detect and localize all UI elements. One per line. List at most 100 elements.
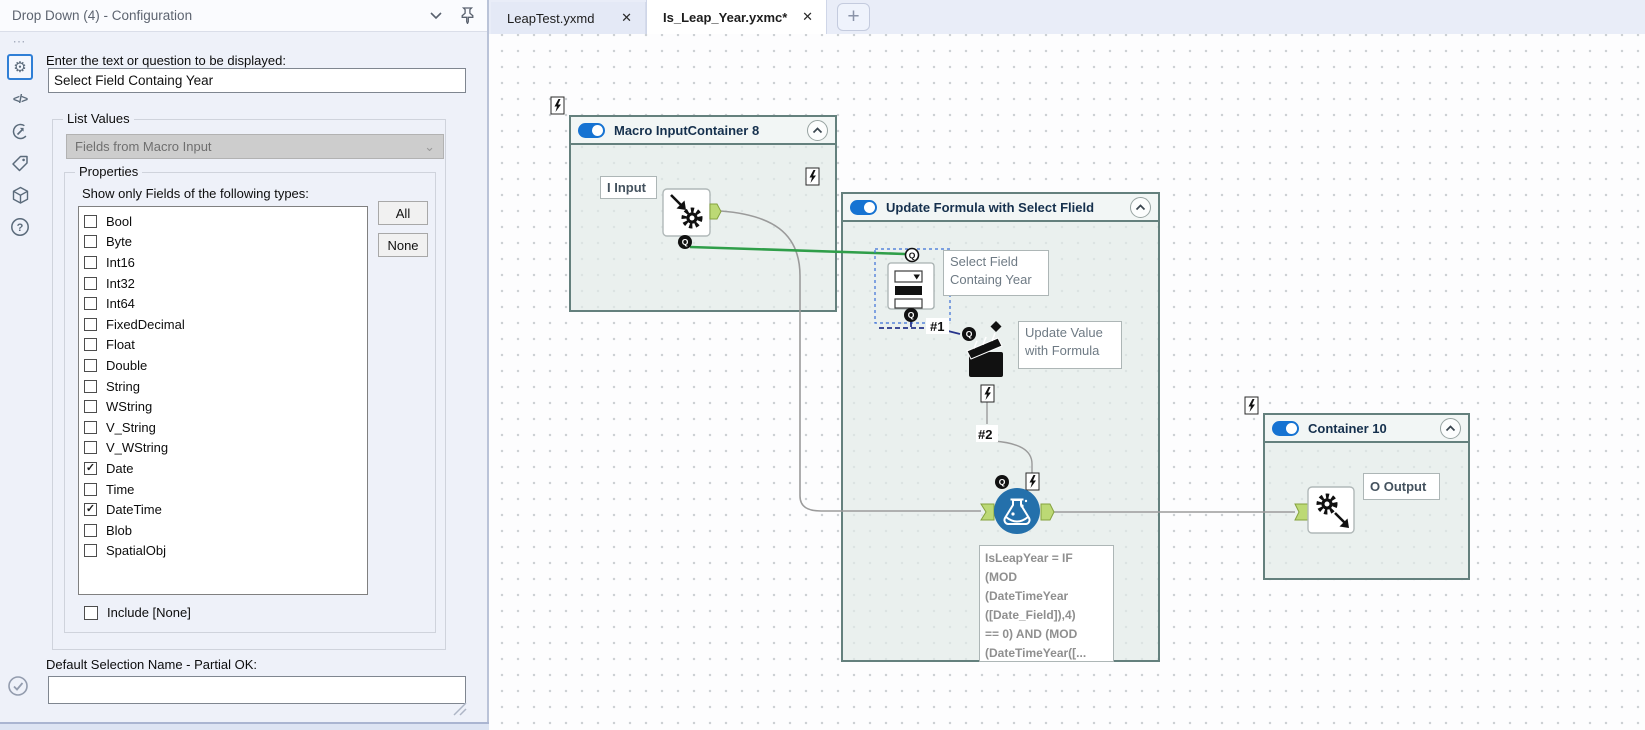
- dropdown-tool-annotation[interactable]: Select Field Containg Year: [943, 250, 1049, 296]
- type-checkbox[interactable]: ✓: [84, 235, 97, 249]
- type-label: DateTime: [106, 502, 162, 518]
- include-none-checkbox[interactable]: ✓: [84, 605, 98, 620]
- type-label: Double: [106, 357, 148, 373]
- type-checkbox[interactable]: ✓: [84, 379, 97, 393]
- container-header: Update Formula with Select Flield: [843, 194, 1158, 222]
- container-macro-input[interactable]: Macro InputContainer 8: [569, 115, 837, 312]
- field-type-listbox[interactable]: ✓ Bool ✓ Byte ✓ Int16 ✓ Int32 ✓ Int64 ✓FixedDecima…: [78, 206, 368, 595]
- list-values-legend: List Values: [63, 111, 134, 126]
- type-label: V_String: [106, 419, 156, 435]
- type-checkbox[interactable]: ✓: [84, 503, 97, 517]
- type-label: Int32: [106, 275, 135, 291]
- type-row[interactable]: ✓ Date: [79, 458, 367, 479]
- tab-configuration-gear-icon[interactable]: ⚙: [7, 54, 33, 80]
- type-row[interactable]: ✓ Double: [79, 355, 367, 376]
- tab-leaptest[interactable]: LeapTest.yxmd ✕: [491, 2, 646, 34]
- panel-resize-grip[interactable]: [450, 699, 467, 721]
- tag-icon[interactable]: [7, 150, 33, 176]
- include-none-label: Include [None]: [107, 605, 191, 620]
- tab-run-refresh-icon[interactable]: [7, 118, 33, 144]
- type-row[interactable]: ✓FixedDecimal: [79, 314, 367, 335]
- container-header: Container 10: [1265, 415, 1468, 443]
- type-label: WString: [106, 399, 153, 415]
- type-checkbox[interactable]: ✓: [84, 482, 97, 496]
- panel-drag-handle[interactable]: ⋯: [12, 34, 28, 49]
- type-checkbox[interactable]: ✓: [84, 276, 97, 290]
- none-button[interactable]: None: [378, 233, 428, 257]
- collapse-container-button[interactable]: [1440, 417, 1461, 439]
- type-label: Float: [106, 337, 135, 353]
- type-row[interactable]: ✓ DateTime: [79, 499, 367, 520]
- type-label: SpatialObj: [106, 543, 166, 559]
- type-row[interactable]: ✓ SpatialObj: [79, 541, 367, 562]
- type-row[interactable]: ✓String: [79, 376, 367, 397]
- properties-legend: Properties: [75, 164, 143, 179]
- workflow-canvas[interactable]: Macro InputContainer 8 Update Formula wi…: [489, 34, 1645, 730]
- action-tool-annotation[interactable]: Update Value with Formula: [1018, 321, 1122, 369]
- container-title: Macro InputContainer 8: [614, 122, 760, 138]
- type-label: Int16: [106, 254, 135, 270]
- svg-text:?: ?: [17, 222, 24, 234]
- container-enabled-toggle[interactable]: [1272, 420, 1299, 436]
- tab-annotation-code-icon[interactable]: </>: [12, 92, 28, 106]
- type-checkbox[interactable]: ✓: [84, 441, 97, 455]
- type-checkbox[interactable]: ✓: [84, 338, 97, 352]
- type-row[interactable]: ✓ Bool: [79, 211, 367, 232]
- type-label: Int64: [106, 296, 135, 312]
- include-none-row[interactable]: ✓ Include [None]: [84, 605, 191, 620]
- type-checkbox[interactable]: ✓: [84, 255, 97, 269]
- type-label: Bool: [106, 213, 133, 229]
- help-question-icon[interactable]: ?: [7, 214, 33, 240]
- package-cube-icon[interactable]: [7, 182, 33, 208]
- type-checkbox[interactable]: ✓: [84, 544, 97, 558]
- pin-icon[interactable]: [460, 7, 475, 24]
- type-checkbox[interactable]: ✓: [84, 523, 97, 537]
- validation-check-icon: [7, 675, 29, 702]
- default-selection-input[interactable]: [48, 676, 466, 704]
- chevron-down-icon: ⌄: [424, 138, 435, 154]
- type-checkbox[interactable]: ✓: [84, 297, 97, 311]
- type-checkbox[interactable]: ✓: [84, 358, 97, 372]
- collapse-container-button[interactable]: [1130, 196, 1151, 218]
- type-row[interactable]: ✓ WString: [79, 396, 367, 417]
- tab-label: LeapTest.yxmd: [507, 10, 595, 26]
- tab-is-leap-year[interactable]: Is_Leap_Year.yxmc* ✕: [646, 0, 827, 34]
- configuration-panel: Drop Down (4) - Configuration ⋯ ⚙ </>: [0, 0, 489, 730]
- type-row[interactable]: ✓ Int64: [79, 293, 367, 314]
- type-checkbox[interactable]: ✓: [84, 214, 97, 228]
- new-tab-button[interactable]: +: [837, 3, 870, 31]
- type-row[interactable]: ✓ Time: [79, 479, 367, 500]
- type-checkbox[interactable]: ✓: [84, 317, 97, 331]
- type-row[interactable]: ✓Blob: [79, 520, 367, 541]
- question-text-input[interactable]: [48, 68, 466, 93]
- container-header: Macro InputContainer 8: [571, 117, 835, 145]
- type-row[interactable]: ✓ Int16: [79, 252, 367, 273]
- chevron-down-icon[interactable]: [430, 11, 442, 20]
- type-row[interactable]: ✓ Float: [79, 335, 367, 356]
- collapse-container-button[interactable]: [807, 119, 828, 141]
- type-row[interactable]: ✓ V_String: [79, 417, 367, 438]
- properties-group: Properties: [64, 164, 436, 633]
- macro-input-label[interactable]: I Input: [600, 176, 657, 199]
- type-checkbox[interactable]: ✓: [84, 420, 97, 434]
- macro-output-label[interactable]: O Output: [1363, 473, 1440, 500]
- type-row[interactable]: ✓ V_WString: [79, 438, 367, 459]
- type-checkbox[interactable]: ✓: [84, 400, 97, 414]
- type-label: Byte: [106, 234, 133, 250]
- close-tab-icon[interactable]: ✕: [802, 9, 813, 24]
- container-enabled-toggle[interactable]: [578, 122, 605, 138]
- container-enabled-toggle[interactable]: [850, 199, 877, 215]
- type-row[interactable]: ✓ Byte: [79, 232, 367, 253]
- type-label: V_WString: [106, 440, 169, 456]
- type-label: Date: [106, 460, 134, 476]
- tab-label: Is_Leap_Year.yxmc*: [663, 9, 788, 25]
- list-source-dropdown[interactable]: Fields from Macro Input ⌄: [66, 134, 444, 159]
- type-label: Time: [106, 481, 135, 497]
- workflow-canvas-area: LeapTest.yxmd ✕ Is_Leap_Year.yxmc* ✕ + M…: [489, 0, 1645, 730]
- all-button[interactable]: All: [378, 201, 428, 225]
- field-types-label: Show only Fields of the following types:: [82, 186, 309, 201]
- close-tab-icon[interactable]: ✕: [621, 10, 632, 25]
- type-row[interactable]: ✓ Int32: [79, 273, 367, 294]
- type-checkbox[interactable]: ✓: [84, 461, 97, 475]
- formula-tool-annotation[interactable]: IsLeapYear = IF (MOD (DateTimeYear ([Dat…: [979, 545, 1114, 662]
